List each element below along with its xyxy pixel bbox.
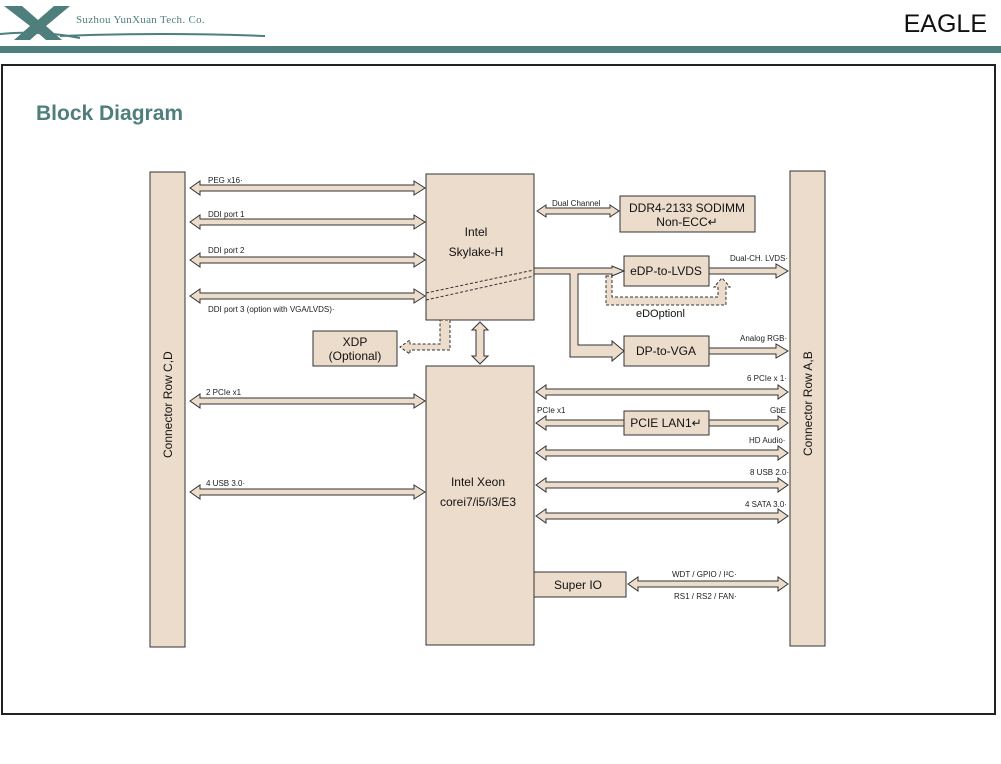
lan-block [623, 410, 710, 436]
usb2-arrow [535, 477, 789, 493]
xdp-arrow [399, 319, 451, 355]
edp-block [623, 255, 710, 287]
ddi1-arrow [189, 214, 426, 230]
ddi2-label: DDI port 2 [208, 246, 245, 255]
gbe-label: GbE [770, 406, 786, 415]
ddi3-label: DDI port 3 (option with VGA/LVDS)· [208, 305, 335, 314]
logo-swoosh [60, 33, 265, 37]
analog-rgb-label: Analog RGB· [740, 334, 787, 343]
page-header: Suzhou YunXuan Tech. Co. EAGLE [0, 0, 1001, 56]
wdt-label: WDT / GPIO / I²C· [672, 570, 737, 579]
rgb-arrow [708, 343, 789, 359]
ddi3-mux-line-1 [425, 269, 535, 294]
edp-option-label: eDOptionl [636, 308, 685, 320]
connector-left-label: Connector Row C,D [161, 351, 175, 458]
usb3-label: 4 USB 3.0· [206, 479, 245, 488]
brand-name: EAGLE [903, 10, 987, 38]
edp-label: eDP-to-LVDS [630, 264, 702, 278]
rs-label: RS1 / RS2 / FAN· [674, 592, 737, 601]
dpvga-block [623, 335, 710, 367]
lan-label: PCIE LAN1↵ [630, 416, 701, 430]
connector-left-block [149, 171, 186, 648]
ddi3-mux-line-2 [425, 275, 535, 301]
lvds-arrow [708, 263, 789, 279]
hd-audio-arrow [535, 445, 789, 461]
xdp-block [312, 330, 398, 367]
header-bar [0, 46, 1001, 53]
sata-arrow [535, 508, 789, 524]
peg-label: PEG x16· [208, 176, 243, 185]
dual-lvds-label: Dual-CH. LVDS· [730, 254, 788, 263]
cpu-main-block [425, 365, 535, 646]
ddi3-arrow [189, 288, 426, 304]
edp-option-arrow [605, 275, 732, 306]
usb2-label: 8 USB 2.0· [750, 468, 789, 477]
gbe-arrow [708, 415, 789, 431]
connector-right-label: Connector Row A,B [801, 351, 815, 456]
company-name: Suzhou YunXuan Tech. Co. [76, 14, 205, 26]
cpu-top-label-2: Skylake-H [449, 245, 504, 259]
peg-arrow [189, 180, 426, 196]
content-frame [1, 64, 996, 715]
pcie-x1-label: PCIe x1 [537, 406, 566, 415]
hd-audio-label: HD Audio· [749, 436, 785, 445]
ddi2-arrow [189, 252, 426, 268]
sata-label: 4 SATA 3.0· [745, 500, 787, 509]
pcie-x1-arrow [535, 415, 625, 431]
cpu-top-block [425, 173, 535, 321]
memory-arrow [536, 204, 620, 218]
ddr-block [619, 195, 756, 233]
cpu-main-label-2: corei7/i5/i3/E3 [440, 495, 516, 509]
cpu-main-label-1: Intel Xeon [451, 475, 505, 489]
company-logo [0, 6, 80, 40]
usb3-arrow [189, 484, 426, 500]
page-title: Block Diagram [36, 102, 184, 125]
pcie6-arrow [535, 384, 789, 400]
superio-block [533, 571, 627, 598]
pcie2-label: 2 PCIe x1 [206, 388, 242, 397]
ddr-label-2: Non-ECC↵ [656, 215, 717, 229]
ddi1-label: DDI port 1 [208, 210, 245, 219]
dmi-arrow [470, 321, 490, 365]
pcie2-arrow [189, 393, 426, 409]
superio-label: Super IO [554, 578, 602, 592]
cpu-top-label-1: Intel [465, 225, 488, 239]
xdp-label-1: XDP [343, 335, 368, 349]
dual-channel-label: Dual Channel [552, 199, 601, 208]
dpvga-label: DP-to-VGA [636, 344, 696, 358]
xdp-label-2: (Optional) [329, 349, 382, 363]
display-path-arrow [533, 265, 626, 363]
superio-arrow [627, 576, 789, 592]
connector-right-block [789, 170, 826, 647]
pcie6-label: 6 PCIe x 1· [747, 374, 787, 383]
ddr-label-1: DDR4-2133 SODIMM [629, 201, 745, 215]
